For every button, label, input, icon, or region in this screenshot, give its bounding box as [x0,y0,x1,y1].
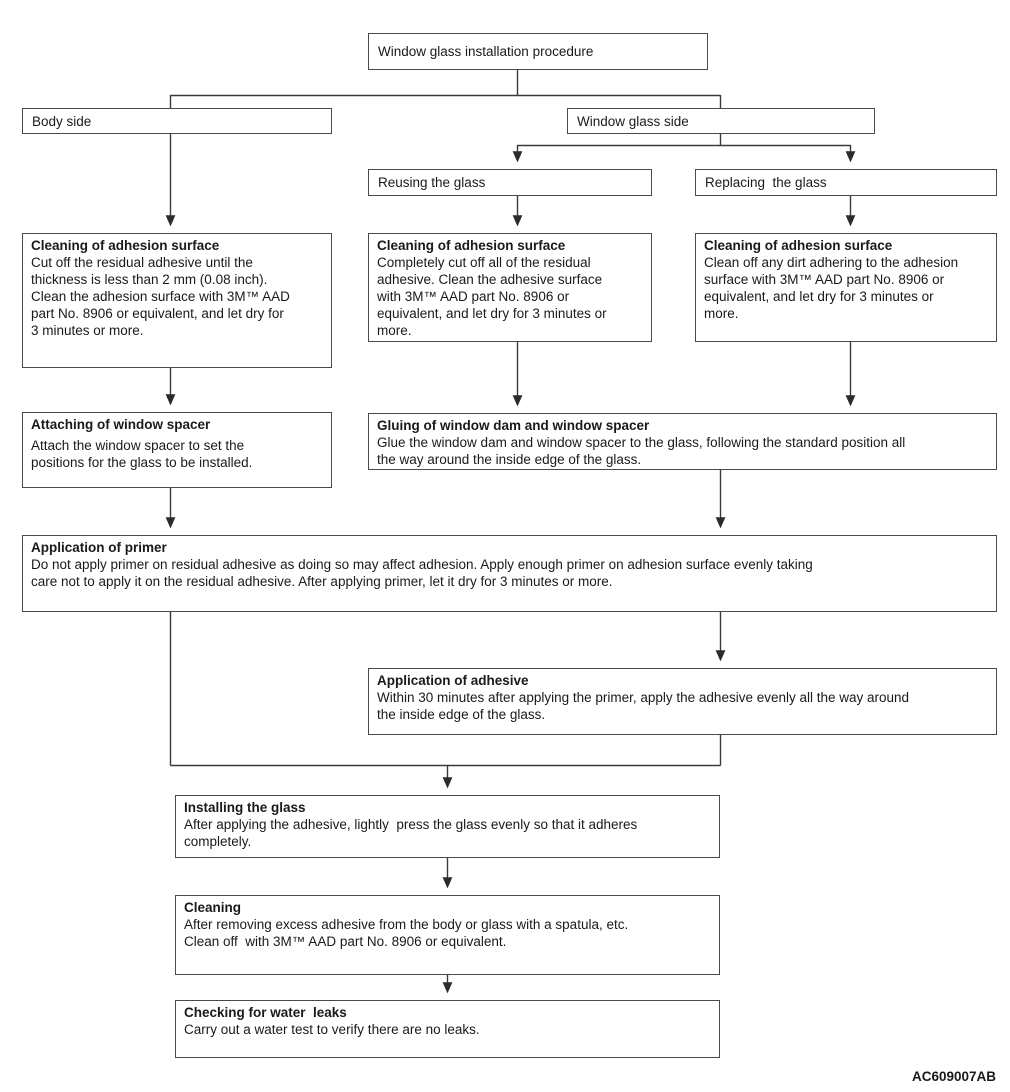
node-cleaning-adhesion-reuse-title: Cleaning of adhesion surface [377,238,566,253]
node-application-of-adhesive: Application of adhesive Within 30 minute… [368,668,997,735]
node-cleaning-adhesion-body-title: Cleaning of adhesion surface [31,238,220,253]
node-cleaning-adhesion-body-text: Cut off the residual adhesive until the … [31,255,290,338]
node-application-of-adhesive-title: Application of adhesive [377,673,529,688]
node-gluing-window-dam-title: Gluing of window dam and window spacer [377,418,650,433]
node-cleaning-title: Cleaning [184,900,242,915]
node-application-of-primer-text: Do not apply primer on residual adhesive… [31,557,813,589]
node-installing-the-glass: Installing the glass After applying the … [175,795,720,858]
node-application-of-primer-title: Application of primer [31,540,167,555]
node-body-side: Body side [22,108,332,134]
node-reusing-the-glass-label: Reusing the glass [378,175,486,190]
node-cleaning-adhesion-reuse: Cleaning of adhesion surface Completely … [368,233,652,342]
node-gluing-window-dam-text: Glue the window dam and window spacer to… [377,435,906,467]
node-procedure-title-label: Window glass installation procedure [378,44,594,59]
node-replacing-the-glass-label: Replacing the glass [705,175,827,190]
node-replacing-the-glass: Replacing the glass [695,169,997,196]
node-window-glass-side: Window glass side [567,108,875,134]
node-cleaning-adhesion-reuse-text: Completely cut off all of the residual a… [377,255,607,338]
node-checking-water-leaks: Checking for water leaks Carry out a wat… [175,1000,720,1058]
node-procedure-title: Window glass installation procedure [368,33,708,70]
node-installing-the-glass-text: After applying the adhesive, lightly pre… [184,817,638,849]
node-application-of-adhesive-text: Within 30 minutes after applying the pri… [377,690,910,722]
node-attaching-window-spacer-title: Attaching of window spacer [31,417,211,432]
node-window-glass-side-label: Window glass side [577,113,689,129]
node-cleaning-adhesion-replace-text: Clean off any dirt adhering to the adhes… [704,255,959,321]
node-checking-water-leaks-text: Carry out a water test to verify there a… [184,1022,480,1037]
figure-code: AC609007AB [911,1069,996,1084]
node-attaching-window-spacer-text: Attach the window spacer to set the posi… [31,438,253,470]
node-cleaning-adhesion-replace-title: Cleaning of adhesion surface [704,238,893,253]
node-gluing-window-dam: Gluing of window dam and window spacer G… [368,413,997,470]
node-cleaning-adhesion-replace: Cleaning of adhesion surface Clean off a… [695,233,997,342]
node-cleaning-text: After removing excess adhesive from the … [184,917,629,949]
node-attaching-window-spacer: Attaching of window spacer Attach the wi… [22,412,332,488]
node-application-of-primer: Application of primer Do not apply prime… [22,535,997,612]
node-installing-the-glass-title: Installing the glass [184,800,306,815]
node-reusing-the-glass: Reusing the glass [368,169,652,196]
node-cleaning-adhesion-body: Cleaning of adhesion surface Cut off the… [22,233,332,368]
node-body-side-label: Body side [32,113,92,129]
node-cleaning: Cleaning After removing excess adhesive … [175,895,720,975]
node-checking-water-leaks-title: Checking for water leaks [184,1005,347,1020]
